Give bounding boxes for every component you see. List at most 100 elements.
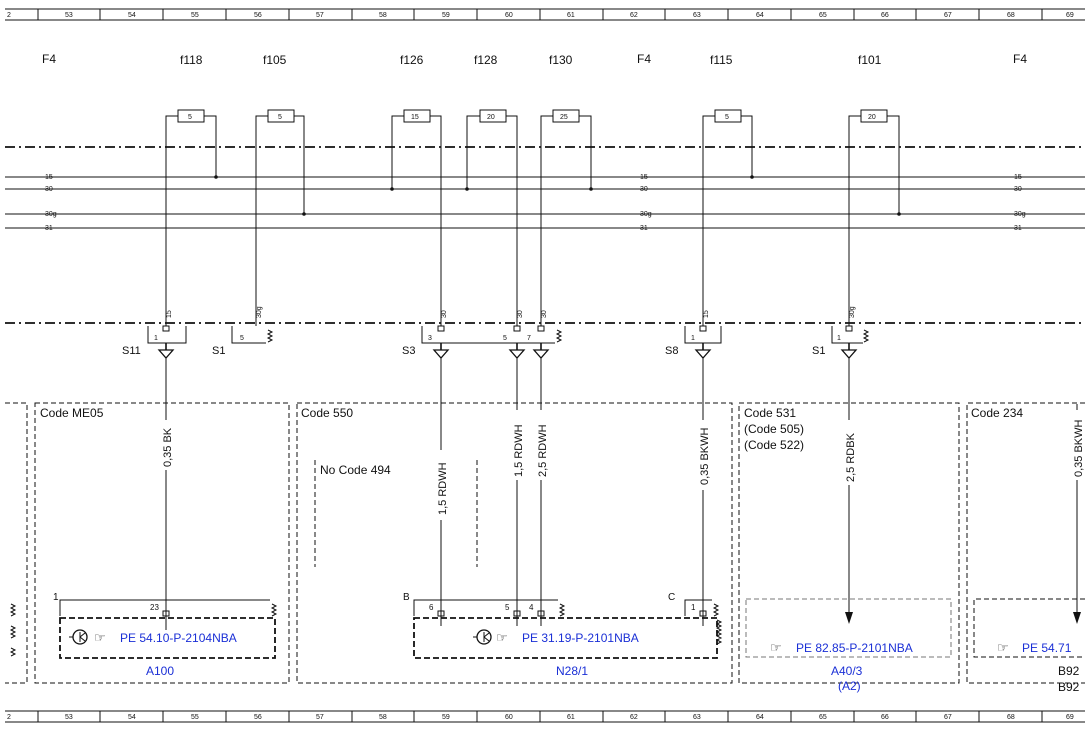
component-pin: 5 <box>505 603 510 612</box>
bus-label: 30g <box>45 211 57 218</box>
connector-pin: 7 <box>527 335 531 342</box>
fuse-name: f105 <box>263 53 287 67</box>
fuse-name: f130 <box>549 53 573 67</box>
ruler-top-label: 66 <box>881 12 889 19</box>
ruler-top-label: 57 <box>316 12 324 19</box>
fuse-rating: 15 <box>411 114 419 121</box>
wire-label: 0,35 BK <box>162 427 174 467</box>
component-a100: 1 23 ☞ PE 54.10-P-2104NBA A100 <box>9 592 278 678</box>
ruler-bottom-label: 54 <box>128 714 136 721</box>
pin-label: 30g <box>256 306 263 318</box>
pointing-hand-icon: ☞ <box>496 630 508 645</box>
wires <box>165 358 1081 630</box>
connector-s8: 1 S8 <box>665 325 722 359</box>
connector-name: S11 <box>122 345 141 357</box>
ruler-top-label: 62 <box>630 12 638 19</box>
ruler-bottom-label: 57 <box>316 714 324 721</box>
ruler-top-label: 59 <box>442 12 450 19</box>
component-sub: (A2) <box>838 679 861 693</box>
wire-label: 1,5 RDWH <box>437 462 449 515</box>
reference-link[interactable]: PE 31.19-P-2101NBA <box>522 631 639 645</box>
wire-label: 0,35 BKWH <box>699 427 711 485</box>
connector-s1-left: 5 S1 <box>212 326 274 357</box>
bus-label: 15 <box>1014 174 1022 181</box>
ruler-top-label: 61 <box>567 12 575 19</box>
ruler-bottom-label: 53 <box>65 714 73 721</box>
fuse-f128: 20 <box>466 109 518 150</box>
pin-label: 30 <box>541 310 548 318</box>
connector-name: S3 <box>402 345 415 357</box>
bus-label: 31 <box>1014 225 1022 232</box>
fuse-f118: 5 <box>165 109 217 150</box>
connector-pin: 1 <box>154 335 158 342</box>
component-name: A100 <box>146 664 174 678</box>
connector-pin: 3 <box>428 335 432 342</box>
reference-link[interactable]: PE 54.10-P-2104NBA <box>120 631 237 645</box>
ruler-bottom-label: 69 <box>1066 714 1074 721</box>
fuse-box-label: F4 <box>637 52 651 66</box>
ruler-top-label: 56 <box>254 12 262 19</box>
fuse-f130: 25 <box>540 109 592 150</box>
fuse-box-label: F4 <box>1013 52 1027 66</box>
wire-labels: 0,35 BK 1,5 RDWH 1,5 RDWH 2,5 RDWH 0,35 … <box>158 410 1085 520</box>
ruler-bottom-label: 63 <box>693 714 701 721</box>
reference-link[interactable]: PE 82.85-P-2101NBA <box>796 641 913 655</box>
ruler-top-label: 69 <box>1066 12 1074 19</box>
ruler-bottom-label: 61 <box>567 714 575 721</box>
ruler-bottom-label: 58 <box>379 714 387 721</box>
ruler-bottom-label: 60 <box>505 714 513 721</box>
reference-link[interactable]: PE 54.71 <box>1022 641 1072 655</box>
bus-bars <box>5 176 1085 229</box>
fuse-rating: 20 <box>868 114 876 121</box>
wire-label: 0,35 BKWH <box>1073 419 1085 477</box>
ruler-bottom-label: 65 <box>819 714 827 721</box>
code-label: Code 550 <box>301 406 353 420</box>
connector-s3: 3 5 7 S3 <box>402 325 563 359</box>
ruler-top-label: 64 <box>756 12 764 19</box>
ruler-bottom-label: 62 <box>630 714 638 721</box>
fuse-f101: 20 <box>848 109 900 150</box>
top-ruler: 2 53 54 55 56 57 58 59 60 61 62 63 64 65… <box>5 8 1085 21</box>
fuse-f105: 5 <box>255 109 305 150</box>
component-name: A40/3 <box>831 664 863 678</box>
fuse-name: f128 <box>474 53 498 67</box>
pin-label: 30 <box>441 310 448 318</box>
fuse-box-label: F4 <box>42 52 56 66</box>
bus-label: 31 <box>45 225 53 232</box>
component-pin: 4 <box>529 603 534 612</box>
wire-label: 1,5 RDWH <box>513 424 525 477</box>
connector-pin: 5 <box>503 335 507 342</box>
fuse-name: f101 <box>858 53 882 67</box>
pin-labels: 15 30g 30 30 30 15 30g <box>166 306 856 318</box>
component-name: B92 <box>1058 680 1080 694</box>
fuse-f115: 5 <box>702 109 753 150</box>
component-b92: ☞ PE 54.71 B92 B92 <box>973 598 1085 694</box>
ruler-bottom-label: 56 <box>254 714 262 721</box>
fuse-rating: 5 <box>188 114 192 121</box>
bottom-ruler: 2 53 54 55 56 57 58 59 60 61 62 63 64 65… <box>5 710 1085 723</box>
code-label: Code ME05 <box>40 406 104 420</box>
ruler-top-label: 68 <box>1007 12 1015 19</box>
component-pin: 6 <box>429 603 434 612</box>
ruler-top-label: 53 <box>65 12 73 19</box>
connector-s11: 1 S11 <box>122 325 187 359</box>
fuse-rating: 5 <box>278 114 282 121</box>
pointing-hand-icon: ☞ <box>94 630 106 645</box>
bus-label: 15 <box>640 174 648 181</box>
connector-name: S1 <box>212 345 225 357</box>
connector-s1-right: 1 S1 <box>812 325 870 359</box>
ruler-top-label: 2 <box>7 12 11 19</box>
wire-label: 2,5 RDBK <box>845 432 857 482</box>
wire-label: 2,5 RDWH <box>537 424 549 477</box>
ruler-bottom-label: 64 <box>756 714 764 721</box>
component-pin: 23 <box>150 603 159 612</box>
connector-name: S1 <box>812 345 825 357</box>
pin-label: 30 <box>517 310 524 318</box>
bus-label: 31 <box>640 225 648 232</box>
bus-label: 30 <box>1014 186 1022 193</box>
component-corner: C <box>668 592 675 603</box>
ruler-bottom-label: 68 <box>1007 714 1015 721</box>
component-corner: 1 <box>53 592 59 603</box>
fuse-name: f118 <box>180 53 203 67</box>
component-a40-3: ☞ PE 82.85-P-2101NBA A40/3 (A2) <box>745 598 952 693</box>
